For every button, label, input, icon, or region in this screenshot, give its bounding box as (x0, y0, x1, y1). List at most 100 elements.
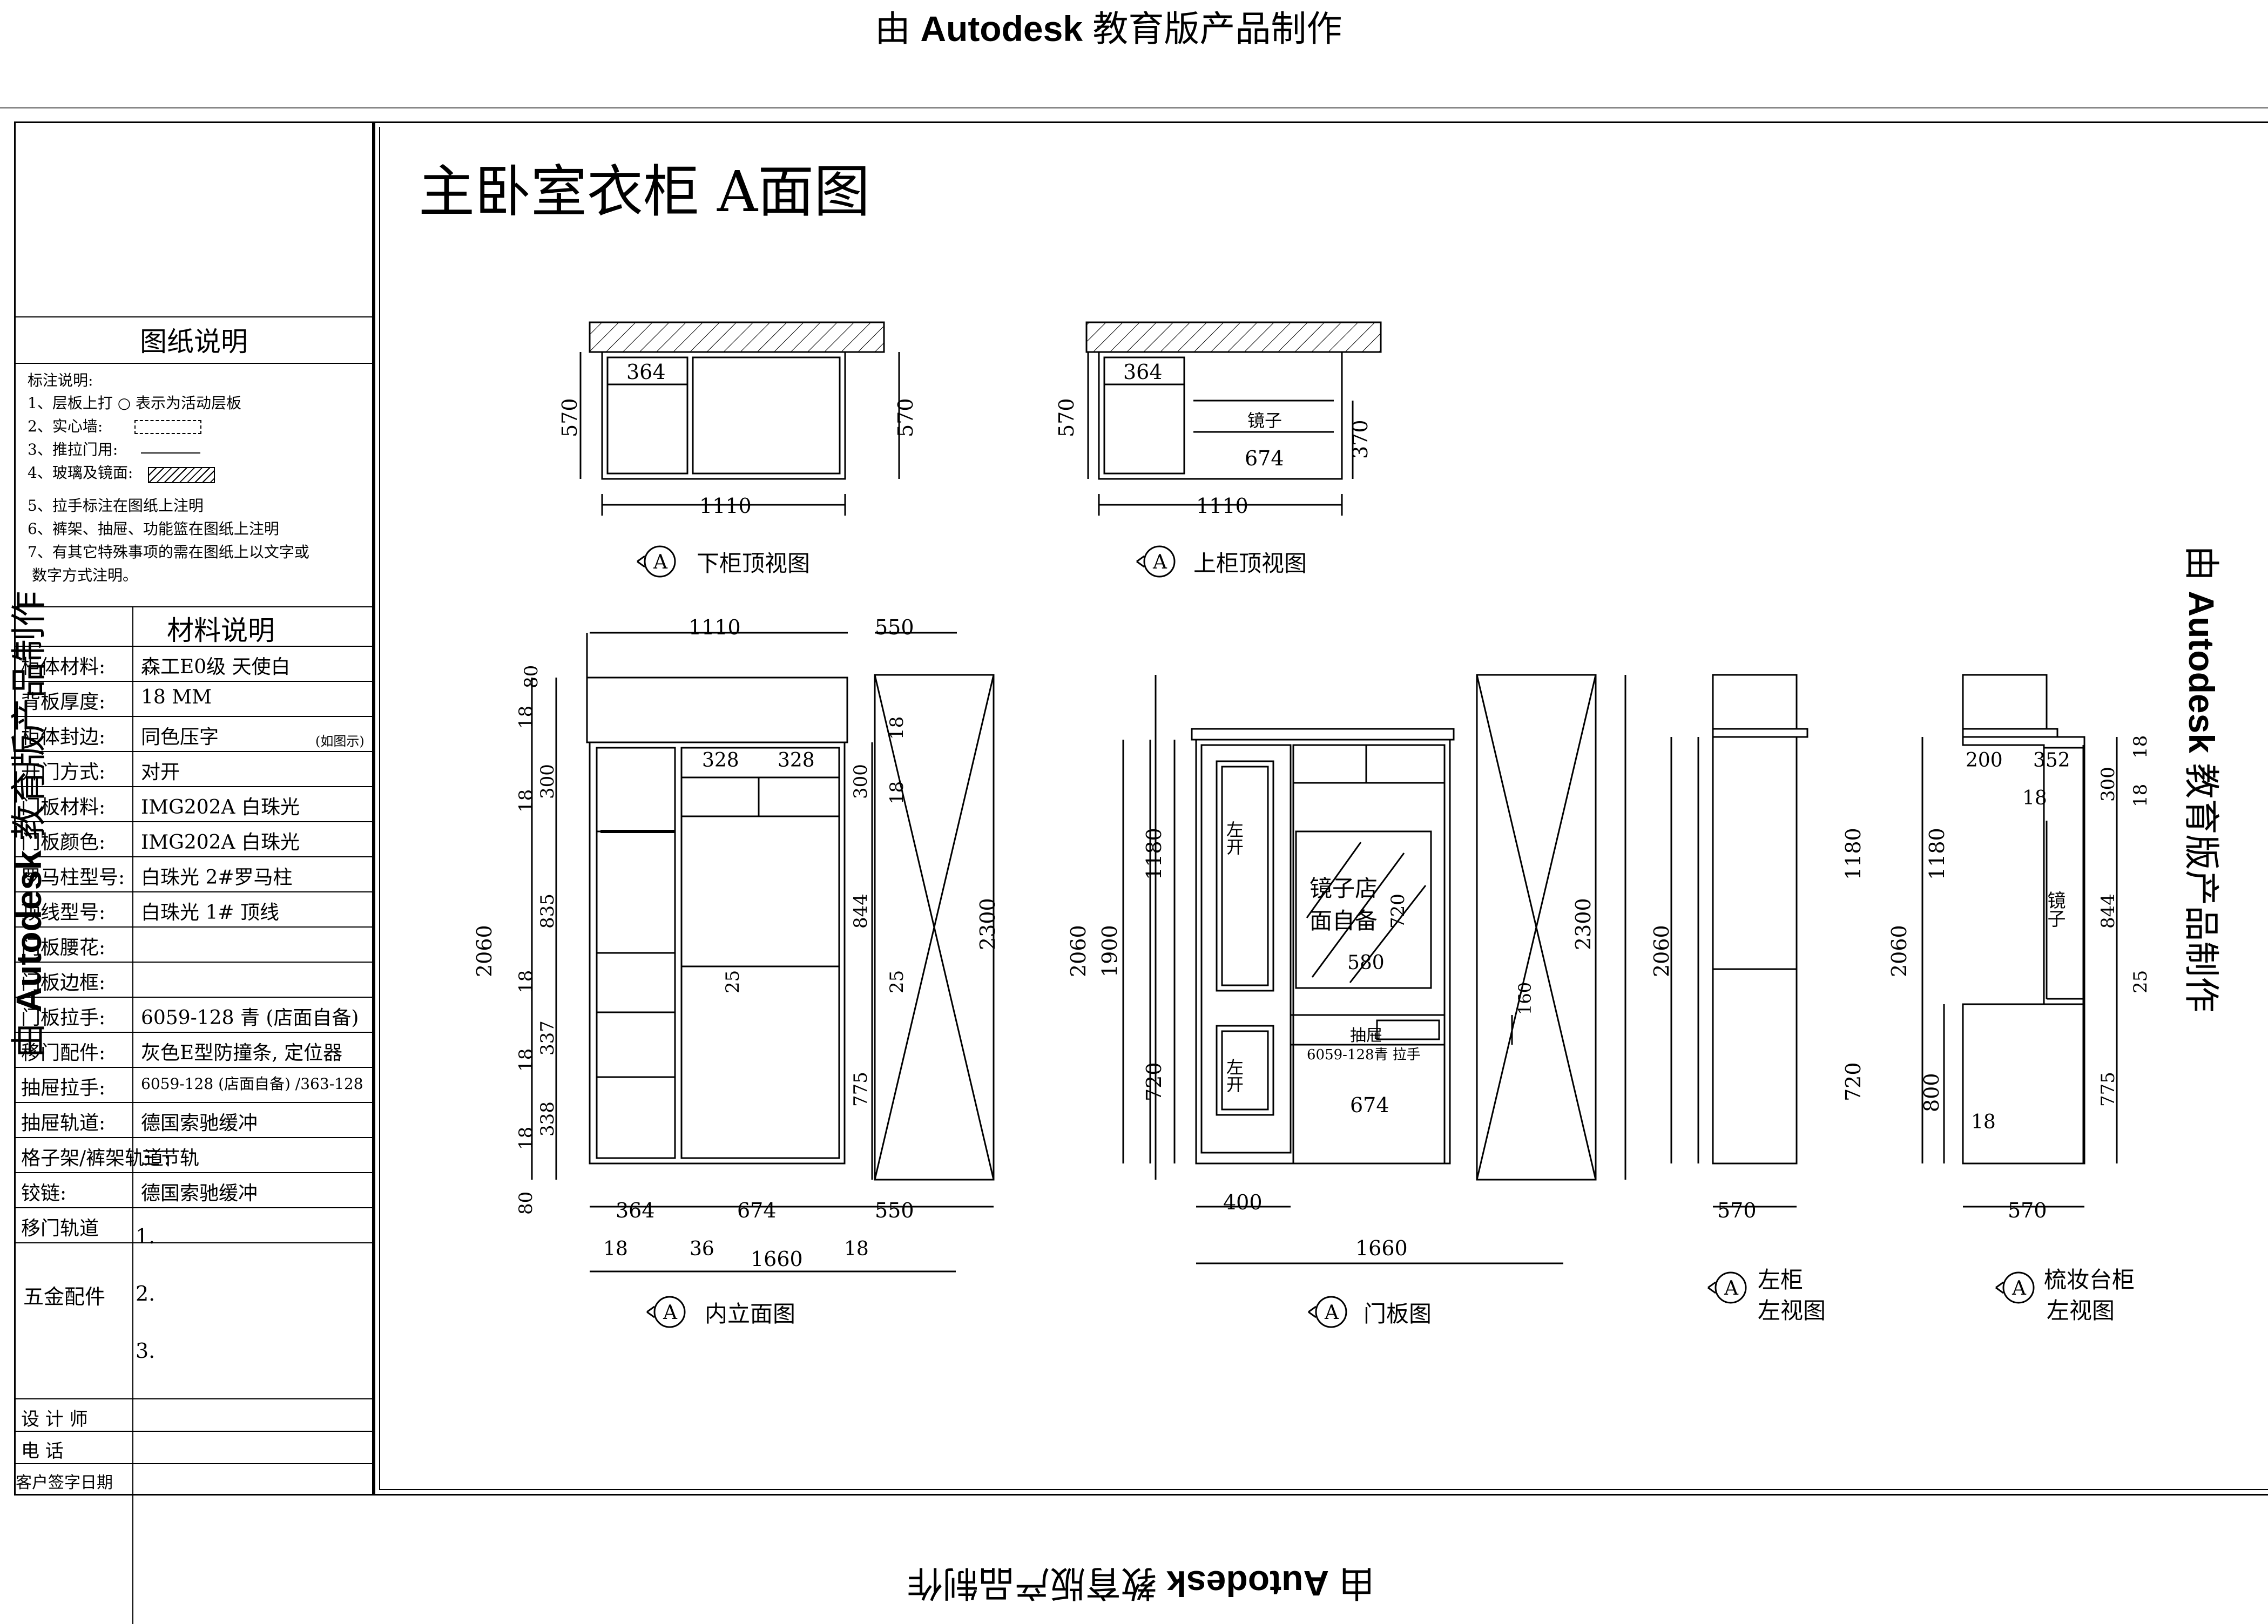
material-value: 灰色E型防撞条, 定位器 (141, 1042, 343, 1064)
dim-label: 364 (616, 1199, 655, 1222)
material-row-divider (16, 821, 375, 822)
dim-label: 18 (515, 789, 537, 813)
divider (16, 1463, 375, 1464)
hardware-item: 1. (136, 1224, 156, 1248)
material-row-divider (16, 1102, 375, 1103)
view-label: 左柜 (1758, 1267, 1803, 1293)
open-note: (如图示) (315, 734, 364, 749)
view-marker: A (663, 1302, 678, 1324)
material-value: 三节轨 (141, 1147, 200, 1169)
view-marker: A (2012, 1277, 2027, 1300)
dim-label: 844 (850, 894, 872, 929)
material-row-divider (16, 1137, 375, 1138)
mirror-note: 镜子店 (1310, 875, 1378, 902)
view-label: 下柜顶视图 (697, 550, 810, 577)
mirror-note: 面自备 (1310, 908, 1378, 934)
dim-label: 720 (1841, 1062, 1865, 1101)
material-row-divider (16, 1172, 375, 1173)
dim-label: 570 (2008, 1199, 2047, 1222)
view-marker: A (1724, 1277, 1739, 1300)
dim-label: 338 (537, 1101, 558, 1136)
mirror-label: 镜子 (1247, 410, 1282, 431)
view-label: 梳妆台柜 (2044, 1267, 2135, 1293)
dim-label: 300 (850, 764, 872, 799)
note-line: 3、推拉门用: (28, 441, 118, 458)
material-value: 18 MM (141, 686, 212, 708)
material-label: 门板拉手: (21, 1007, 106, 1029)
material-label: 门板材料: (21, 796, 106, 818)
dim-label: 18 (515, 1127, 537, 1150)
material-row-divider (16, 646, 375, 647)
material-label: 移门配件: (21, 1042, 106, 1064)
material-value: IMG202A 白珠光 (141, 796, 300, 818)
material-label: 顶线型号: (21, 902, 106, 924)
dim-label: 550 (875, 1199, 914, 1222)
material-label: 抽屉轨道: (21, 1112, 106, 1134)
dim-label: 570 (558, 398, 582, 437)
lower-top-view (579, 321, 900, 578)
material-label: 背板厚度: (21, 691, 106, 713)
dim-label: 337 (537, 1020, 558, 1055)
top-frame-line (0, 107, 2268, 109)
note-line: 数字方式注明。 (32, 566, 138, 584)
materials-title: 材料说明 (167, 615, 275, 646)
solid-wall-symbol (134, 420, 201, 434)
divider (16, 606, 375, 607)
door-opening-label: 左开 (1224, 1058, 1244, 1093)
material-label: 铰链: (21, 1182, 67, 1205)
dim-label: 720 (1387, 894, 1409, 929)
phone-label: 电 话 (21, 1440, 64, 1462)
material-value: IMG202A 白珠光 (141, 831, 300, 854)
drawing-title: 主卧室衣柜 A面图 (418, 159, 870, 225)
material-row-divider (16, 962, 375, 963)
drawer-handle-label: 6059-128青 拉手 (1307, 1047, 1421, 1063)
material-value: 白珠光 1# 顶线 (141, 902, 279, 924)
dim-label: 775 (2097, 1072, 2119, 1107)
dim-label: 1180 (1925, 828, 1949, 880)
note-line: 2、实心墙: (28, 417, 103, 435)
view-label: 左视图 (2047, 1297, 2115, 1324)
dim-label: 36 (690, 1238, 714, 1260)
material-row-divider (16, 856, 375, 857)
dim-label: 570 (1055, 398, 1078, 437)
material-label: 格子架/裤架轨道: (21, 1147, 171, 1169)
divider (16, 1398, 375, 1399)
dim-label: 200 (1966, 749, 2003, 772)
view-marker: A (1152, 551, 1167, 573)
material-value: 对开 (141, 761, 180, 783)
dim-label: 300 (2097, 767, 2119, 802)
material-row-divider (16, 1242, 375, 1243)
material-value: 同色压字 (141, 726, 219, 748)
glass-symbol (148, 467, 215, 483)
dim-label: 1110 (699, 494, 752, 518)
dim-label: 2300 (1571, 898, 1595, 950)
dim-label: 835 (537, 894, 558, 929)
dim-label: 720 (1142, 1062, 1166, 1101)
dim-label: 18 (886, 781, 908, 804)
material-row-divider (16, 1067, 375, 1068)
designer-label: 设 计 师 (21, 1409, 88, 1430)
hardware-item: 2. (136, 1282, 156, 1305)
divider (16, 363, 375, 364)
dim-label: 570 (1717, 1199, 1757, 1222)
material-row-divider (16, 716, 375, 717)
material-row-divider (16, 681, 375, 682)
dim-label: 80 (515, 1192, 537, 1215)
material-value: 德国索驰缓冲 (141, 1182, 258, 1205)
dim-label: 1660 (1355, 1236, 1408, 1260)
dim-label: 775 (850, 1072, 872, 1107)
material-value: 森工E0级 天使白 (141, 656, 291, 678)
material-value: 6059-128 青 (店面自备) (141, 1007, 359, 1029)
material-row-divider (16, 891, 375, 892)
material-label: 移门轨道 (21, 1217, 99, 1240)
material-row-divider (16, 751, 375, 752)
dim-label: 1110 (688, 615, 741, 639)
dim-label: 25 (886, 970, 908, 993)
material-label: 柜体材料: (21, 656, 106, 678)
hardware-item: 3. (136, 1339, 156, 1363)
material-value: 6059-128 (店面自备) /363-128 (141, 1075, 363, 1093)
material-row-divider (16, 786, 375, 787)
dim-label: 844 (2097, 894, 2119, 929)
door-elevation (1122, 674, 1626, 1328)
